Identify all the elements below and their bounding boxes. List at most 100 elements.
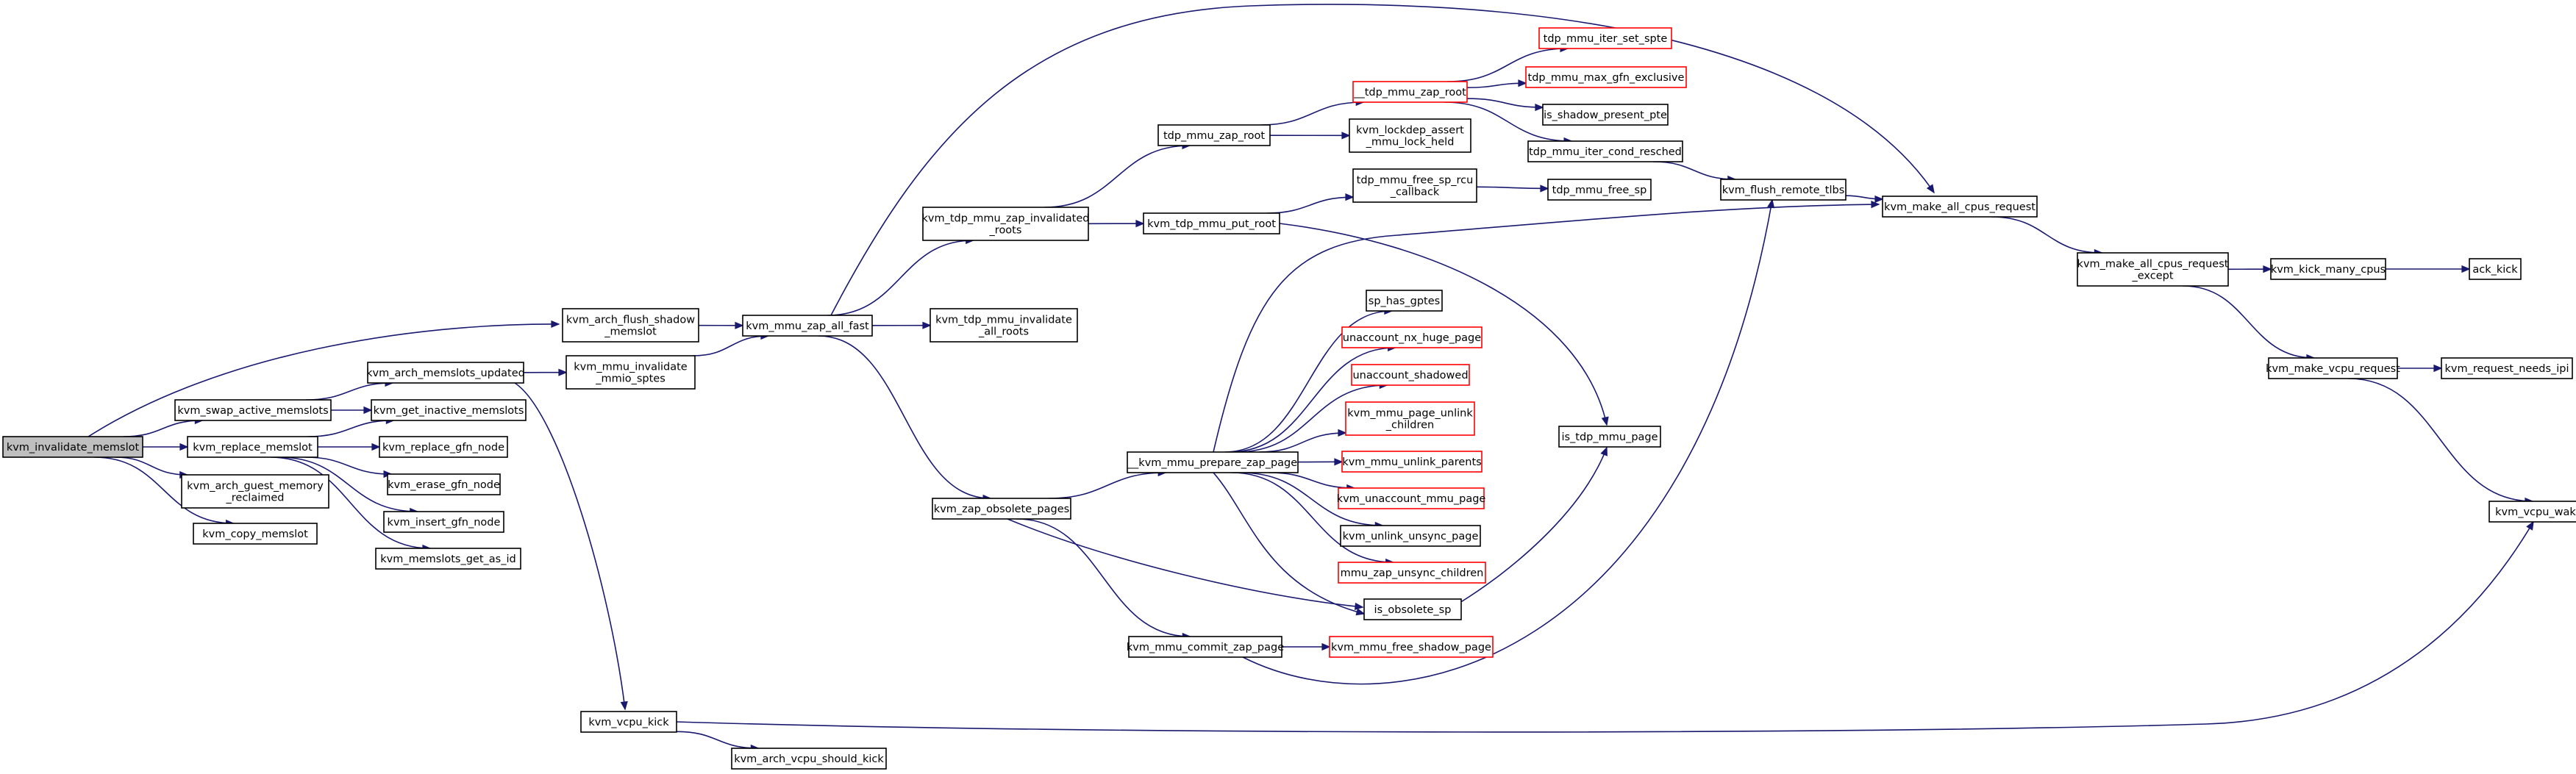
node-kvm-arch-guest-memory-reclaimed[interactable]: kvm_arch_guest_memory_reclaimed: [181, 474, 329, 509]
node-kvm-vcpu-kick[interactable]: kvm_vcpu_kick: [580, 711, 677, 733]
node-kvm-arch-memslots-updated[interactable]: kvm_arch_memslots_updated: [366, 362, 525, 384]
node-kvm-make-vcpu-request[interactable]: kvm_make_vcpu_request: [2266, 357, 2400, 379]
edge-n36-n37: [1282, 642, 1331, 651]
node-kvm-copy-memslot[interactable]: kvm_copy_memslot: [193, 523, 318, 545]
node-kvm-flush-remote-tlbs[interactable]: kvm_flush_remote_tlbs: [1720, 179, 1847, 201]
node-kvm-kick-many-cpus[interactable]: kvm_kick_many_cpus: [2270, 258, 2386, 280]
edge-line: [1266, 196, 1354, 214]
node-box: [1351, 364, 1470, 386]
node-kvm-invalidate-memslot[interactable]: kvm_invalidate_memslot: [2, 436, 143, 458]
node-box: [2, 436, 143, 458]
edge-line: [1213, 472, 1365, 614]
node-kvm-tdp-mmu-put-root[interactable]: kvm_tdp_mmu_put_root: [1143, 212, 1280, 234]
node-tdp-mmu-free-sp[interactable]: tdp_mmu_free_sp: [1547, 179, 1652, 201]
node-kvm-arch-vcpu-should-kick[interactable]: kvm_arch_vcpu_should_kick: [731, 748, 887, 770]
node-mmu-zap-unsync-children[interactable]: mmu_zap_unsync_children: [1338, 562, 1486, 584]
node-label: kvm_flush_remote_tlbs: [1722, 184, 1845, 196]
node-label: kvm_kick_many_cpus: [2271, 264, 2386, 276]
node-label: kvm_memslots_get_as_id: [380, 553, 515, 565]
node-kvm-replace-memslot[interactable]: kvm_replace_memslot: [187, 436, 318, 458]
node-box: [742, 315, 873, 337]
edge-n26-n35: [1213, 472, 1366, 616]
node-kvm-erase-gfn-node[interactable]: kvm_erase_gfn_node: [387, 473, 501, 495]
node-kvm-lockdep-assert-mmu-lock-held[interactable]: kvm_lockdep_assert_mmu_lock_held: [1349, 118, 1471, 153]
node-box: [375, 548, 521, 570]
node-kvm-unaccount-mmu-page[interactable]: kvm_unaccount_mmu_page: [1337, 487, 1486, 509]
node-box: [1558, 426, 1661, 448]
edge-line: [1444, 101, 1572, 142]
node-kvm-tdp-mmu-zap-invalidated-roots[interactable]: kvm_tdp_mmu_zap_invalidated_roots: [922, 207, 1090, 241]
node-box: [1538, 27, 1672, 49]
node-label: kvm_make_all_cpus_request: [2077, 259, 2229, 270]
node-label: tdp_mmu_iter_set_spte: [1544, 33, 1668, 45]
node-kvm-request-needs-ipi[interactable]: kvm_request_needs_ipi: [2441, 357, 2573, 379]
node-label: _except: [2131, 270, 2173, 282]
node-kvm-memslots-get-as-id[interactable]: kvm_memslots_get_as_id: [375, 548, 521, 570]
node-kvm-mmu-invalidate-mmio-sptes[interactable]: kvm_mmu_invalidate_mmio_sptes: [565, 355, 696, 390]
node-tdp-mmu-zap-root[interactable]: __tdp_mmu_zap_root: [1352, 81, 1468, 103]
edge-n13-n14: [1260, 98, 1365, 126]
node-is-tdp-mmu-page[interactable]: is_tdp_mmu_page: [1558, 426, 1661, 448]
node-kvm-make-all-cpus-request[interactable]: kvm_make_all_cpus_request: [1882, 196, 2038, 218]
node-label: kvm_mmu_unlink_parents: [1342, 456, 1481, 468]
edge-n26-n4: [1213, 201, 1880, 453]
node-kvm-mmu-commit-zap-page[interactable]: kvm_mmu_commit_zap_page: [1127, 636, 1284, 658]
node-box: [2469, 258, 2522, 280]
node-kvm-make-all-cpus-request-except[interactable]: kvm_make_all_cpus_request_except: [2077, 252, 2229, 287]
node-kvm-swap-active-memslots[interactable]: kvm_swap_active_memslots: [174, 399, 332, 421]
edge-arrowhead: [2433, 364, 2443, 373]
node-box: [1338, 487, 1485, 509]
node-label: kvm_vcpu_kick: [588, 717, 669, 728]
edge-arrowhead: [1601, 416, 1609, 426]
node-box: [1363, 598, 1462, 620]
edge-line: [1259, 432, 1346, 453]
edge-line: [1048, 472, 1166, 499]
node-kvm-unlink-unsync-page[interactable]: kvm_unlink_unsync_page: [1340, 525, 1481, 547]
edge-n5-n6: [2227, 265, 2272, 273]
edge-n14-n16: [1466, 79, 1527, 88]
edge-line: [1224, 310, 1392, 453]
node-kvm-mmu-free-shadow-page[interactable]: kvm_mmu_free_shadow_page: [1329, 636, 1494, 658]
node-kvm-tdp-mmu-invalidate-all-roots[interactable]: kvm_tdp_mmu_invalidate_all_roots: [930, 308, 1078, 343]
node-kvm-arch-flush-shadow-memslot[interactable]: kvm_arch_flush_shadow_memslot: [562, 308, 699, 343]
node-sp-has-gptes[interactable]: sp_has_gptes: [1366, 290, 1443, 312]
node-kvm-mmu-zap-all-fast[interactable]: kvm_mmu_zap_all_fast: [742, 315, 873, 337]
edge-n8-n9: [2397, 364, 2443, 373]
node-unaccount-nx-huge-page[interactable]: unaccount_nx_huge_page: [1341, 326, 1483, 348]
edge-n12-n13: [1044, 141, 1191, 208]
node-ack-kick[interactable]: ack_kick: [2469, 258, 2522, 280]
node-tdp-mmu-max-gfn-exclusive[interactable]: tdp_mmu_max_gfn_exclusive: [1525, 66, 1687, 88]
node-kvm-get-inactive-memslots[interactable]: kvm_get_inactive_memslots: [371, 399, 527, 421]
node-tdp-mmu-free-sp-rcu-callback[interactable]: tdp_mmu_free_sp_rcu_callback: [1352, 168, 1477, 203]
edge-line: [88, 323, 560, 437]
node-label: tdp_mmu_free_sp: [1552, 184, 1647, 196]
edge-arrowhead: [735, 321, 744, 329]
node-kvm-insert-gfn-node[interactable]: kvm_insert_gfn_node: [383, 511, 504, 533]
edge-line: [279, 456, 418, 512]
node-kvm-replace-gfn-node[interactable]: kvm_replace_gfn_node: [379, 436, 508, 458]
node-box: [1143, 212, 1280, 234]
node-tdp-mmu-iter-set-spte[interactable]: tdp_mmu_iter_set_spte: [1538, 27, 1672, 49]
node-label: kvm_request_needs_ipi: [2444, 363, 2569, 375]
node-box: [922, 207, 1089, 241]
edge-arrowhead: [2263, 265, 2272, 273]
edge-arrowhead: [558, 368, 568, 376]
node-kvm-vcpu-wake-up[interactable]: kvm_vcpu_wake_up: [2488, 501, 2576, 523]
node-is-shadow-present-pte[interactable]: is_shadow_present_pte: [1542, 104, 1669, 126]
node-kvm-mmu-unlink-parents[interactable]: kvm_mmu_unlink_parents: [1341, 451, 1483, 473]
edge-arrowhead: [1334, 458, 1344, 466]
node-box: [1720, 179, 1847, 201]
node-label: mmu_zap_unsync_children: [1341, 567, 1484, 579]
edge-line: [1653, 161, 1735, 180]
node-kvm-mmu-page-unlink-children[interactable]: kvm_mmu_page_unlink_children: [1345, 401, 1475, 436]
edge-n35-n24: [1459, 446, 1608, 603]
node-is-obsolete-sp[interactable]: is_obsolete_sp: [1363, 598, 1462, 620]
edge-line: [1231, 472, 1394, 563]
node-box: [562, 308, 699, 343]
node-tdp-mmu-zap-root[interactable]: tdp_mmu_zap_root: [1157, 124, 1271, 146]
edge-line: [94, 456, 234, 524]
node-kvm-zap-obsolete-pages[interactable]: kvm_zap_obsolete_pages: [932, 498, 1071, 520]
node-tdp-mmu-iter-cond-resched[interactable]: tdp_mmu_iter_cond_resched: [1527, 140, 1683, 162]
node-kvm-mmu-prepare-zap-page[interactable]: __kvm_mmu_prepare_zap_page: [1127, 451, 1299, 473]
node-unaccount-shadowed[interactable]: unaccount_shadowed: [1351, 364, 1470, 386]
